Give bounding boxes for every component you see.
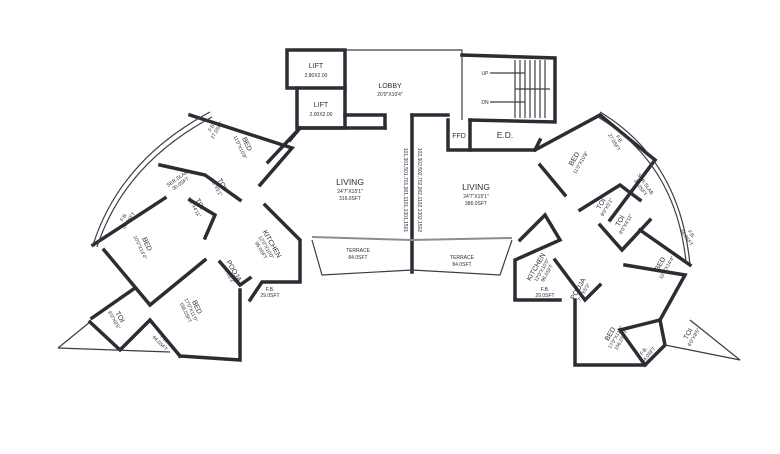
lift-2-label: LIFT	[314, 102, 329, 109]
right-fb-4: F.B. 44.0SFT	[639, 346, 657, 365]
svg-text:TOI: TOI	[113, 311, 125, 325]
svg-text:F.B.: F.B.	[541, 287, 550, 293]
left-toi-1: TOI 9'0"X5'1"	[208, 177, 227, 197]
right-bed-1: BED 11'0"X10'8"	[568, 150, 590, 175]
right-living: LIVING 24'7"X15'1" 386.0SFT	[462, 182, 490, 207]
left-toi-3: TOI 6'0"X8'5"	[106, 310, 125, 330]
room-name: TERRACE	[346, 248, 371, 254]
svg-text:F.B.: F.B.	[614, 134, 624, 144]
left-fb-3: F.B. 29.0SFT	[260, 287, 279, 299]
lobby-size: 20'0"X10'4"	[377, 92, 403, 98]
ed-label: E.D.	[497, 130, 514, 140]
right-unit-walls	[410, 111, 741, 368]
flat-numbers-left: 101,301,501,701,901,1101,1301,1501	[402, 148, 408, 233]
svg-text:F.B.: F.B.	[686, 229, 696, 240]
svg-text:84.0SFT: 84.0SFT	[452, 262, 471, 268]
left-kitchen: KITCHEN 12'0"X10'0" 96.0SFT	[253, 229, 282, 260]
lift-2-size: 2.00X2.00	[310, 112, 333, 118]
svg-text:F.B.: F.B.	[207, 122, 217, 132]
lift-1-label: LIFT	[309, 63, 324, 70]
room-area: 386.0SFT	[465, 201, 487, 207]
right-toi-1: TOI 9'0"X5'1"	[596, 197, 615, 217]
svg-text:F.B.: F.B.	[639, 346, 649, 356]
svg-text:TOI: TOI	[193, 198, 205, 212]
right-fb-2: F.B. 34.0SFT	[678, 228, 696, 247]
left-living: LIVING 24'7"X15'1" 316.0SFT	[336, 177, 364, 202]
room-area: 84.0SFT	[348, 255, 367, 261]
svg-text:TOI: TOI	[215, 178, 227, 192]
svg-text:F.B.: F.B.	[266, 287, 275, 293]
flat-numbers-right: 102,302,502,702,902,1102,1302,1502	[416, 148, 422, 233]
right-fb-3: F.B. 29.0SFT	[535, 287, 554, 299]
svg-text:29.0SFT: 29.0SFT	[535, 293, 554, 299]
svg-text:F.B.: F.B.	[159, 334, 169, 344]
svg-text:29.0SFT: 29.0SFT	[260, 293, 279, 299]
room-area: 316.0SFT	[339, 196, 361, 202]
lift-1-size: 2.80X2.00	[305, 73, 328, 79]
left-bed-2: BED 10'0"X14'4"	[131, 235, 152, 261]
ffd-label: FFD	[452, 133, 466, 140]
left-bed-3: BED 17'0"X11'0" 156.0SFT	[178, 297, 203, 323]
right-terrace: TERRACE 84.0SFT	[450, 255, 475, 268]
svg-text:TERRACE: TERRACE	[450, 255, 475, 261]
svg-text:TOI: TOI	[615, 214, 627, 228]
svg-text:F.B.: F.B.	[119, 212, 129, 223]
room-size: 24'7"X15'1"	[337, 189, 363, 195]
lobby-label: LOBBY	[378, 83, 402, 90]
stair-treads	[490, 60, 550, 118]
svg-text:TOI: TOI	[596, 197, 608, 211]
right-pooja: POOJA 7'4"X5'3"	[570, 277, 592, 303]
room-size: 24'7"X15'1"	[463, 194, 489, 200]
left-terrace: TERRACE 84.0SFT	[346, 248, 371, 261]
room-name: LIVING	[462, 182, 490, 192]
right-kitchen: KITCHEN 12'0"X10'0" 96.0SFT	[526, 252, 555, 283]
stair-up-label: UP	[482, 71, 490, 77]
left-unit-walls	[57, 111, 413, 362]
room-name: LIVING	[336, 177, 364, 187]
svg-text:TOI: TOI	[683, 327, 695, 341]
right-bed-3: BED 17'0"X11'0" 156.0SFT	[604, 325, 630, 352]
left-toi-2: TOI 9'0"X4'11"	[185, 196, 205, 219]
right-bed-2: BED 10'0"X14'4"	[654, 255, 676, 280]
stair-down-label: DN	[481, 100, 489, 106]
